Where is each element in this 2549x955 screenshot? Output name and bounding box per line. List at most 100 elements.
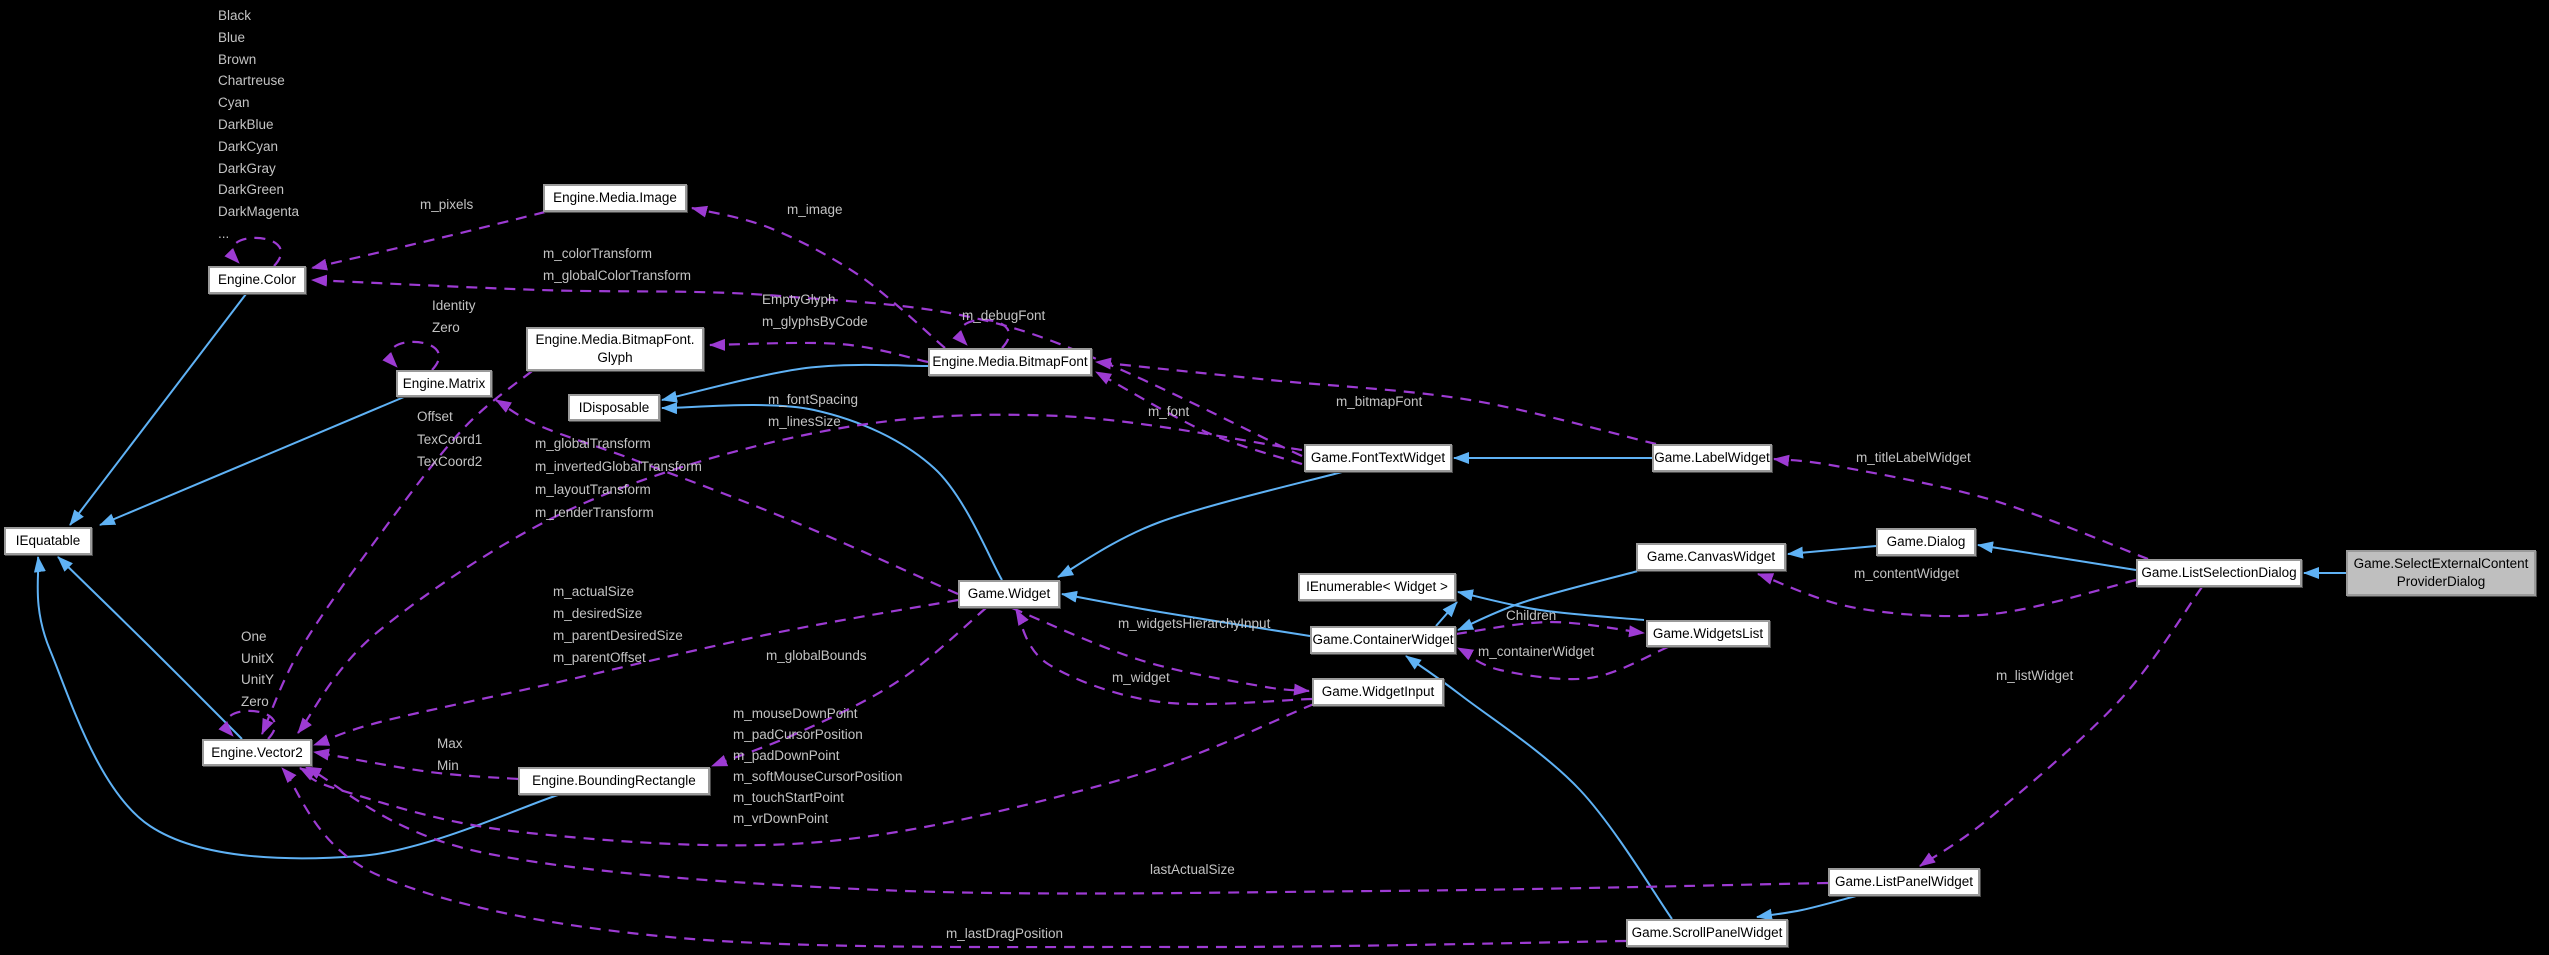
node-fonttextwidget[interactable]: Game.FontTextWidget xyxy=(1304,444,1452,472)
node-label: IEquatable xyxy=(15,533,81,549)
edge-label-bitmapfont-image: m_image xyxy=(787,202,843,217)
node-label: IEnumerable< Widget > xyxy=(1306,579,1448,595)
node-widgetslist[interactable]: Game.WidgetsList xyxy=(1646,620,1770,647)
edge-fonttextwidget-widget xyxy=(1057,471,1343,578)
edge-boundingrectangle-iequatable xyxy=(33,556,559,860)
node-label: Game.LabelWidget xyxy=(1654,450,1770,466)
node-listpanelwidget[interactable]: Game.ListPanelWidget xyxy=(1828,868,1980,896)
edge-listpanelwidget-vector2 xyxy=(305,766,1829,895)
edge-label-widgetinput-widget: m_widget xyxy=(1112,670,1170,685)
edge-listselectiondialog-dialog xyxy=(1977,541,2137,571)
node-label: Game.Widget xyxy=(967,586,1051,602)
edge-labelwidget-bitmapfont xyxy=(1095,357,1657,446)
edge-label-widget-widgetinput: m_widgetsHierarchyInput xyxy=(1118,616,1271,631)
node-ienumerablewidget[interactable]: IEnumerable< Widget > xyxy=(1298,573,1456,601)
edge-fonttextwidget-color xyxy=(311,274,1303,458)
node-listselectiondialog[interactable]: Game.ListSelectionDialog xyxy=(2136,559,2302,587)
edge-widgetinput-widget xyxy=(1015,609,1313,706)
node-label: IDisposable xyxy=(578,399,650,415)
node-containerwidget[interactable]: Game.ContainerWidget xyxy=(1310,626,1456,654)
node-matrix[interactable]: Engine.Matrix xyxy=(396,370,492,397)
edge-label-image-color: m_pixels xyxy=(420,197,474,212)
edge-scrollpanelwidget-containerwidget xyxy=(1405,655,1673,920)
node-widgetinput[interactable]: Game.WidgetInput xyxy=(1312,678,1444,706)
edge-glyph-vector2 xyxy=(260,370,533,735)
node-labelwidget[interactable]: Game.LabelWidget xyxy=(1652,444,1772,472)
edge-label-fonttextwidget-bitmapfont: m_font xyxy=(1148,404,1190,419)
node-label: Engine.Media.BitmapFont. xyxy=(535,332,695,348)
edge-matrix-self xyxy=(382,340,441,371)
node-label: Engine.BoundingRectangle xyxy=(532,773,696,789)
edge-boundingrectangle-vector2 xyxy=(313,748,519,781)
edge-containerwidget-widget xyxy=(1061,590,1311,637)
edge-widget-boundingrectangle xyxy=(711,607,987,768)
edge-vector2-iequatable xyxy=(57,556,243,740)
node-boundingrectangle[interactable]: Engine.BoundingRectangle xyxy=(518,767,710,795)
edge-bitmapfont-glyph xyxy=(709,338,929,364)
node-image[interactable]: Engine.Media.Image xyxy=(543,184,687,212)
node-scrollpanelwidget[interactable]: Game.ScrollPanelWidget xyxy=(1626,919,1788,947)
edge-label-listpanelwidget-vector2: lastActualSize xyxy=(1150,862,1235,877)
node-widget[interactable]: Game.Widget xyxy=(958,580,1060,608)
node-dialog[interactable]: Game.Dialog xyxy=(1876,528,1976,556)
node-label: Engine.Matrix xyxy=(402,375,486,391)
node-color[interactable]: Engine.Color xyxy=(208,266,306,294)
edge-listpanelwidget-scrollpanelwidget xyxy=(1756,895,1857,921)
edge-fonttextwidget-bitmapfont xyxy=(1095,371,1303,466)
node-canvaswidget[interactable]: Game.CanvasWidget xyxy=(1636,543,1786,571)
edge-widgetslist-containerwidget xyxy=(1457,645,1669,681)
edge-bitmapfont-image xyxy=(691,205,946,349)
node-label: Engine.Vector2 xyxy=(211,744,303,760)
edge-listselectiondialog-labelwidget xyxy=(1773,454,2149,561)
edge-containerwidget-widgetslist xyxy=(1455,620,1645,638)
node-label: Glyph xyxy=(597,350,633,365)
edge-scrollpanelwidget-vector2 xyxy=(281,767,1627,949)
edge-color-iequatable xyxy=(69,293,247,526)
node-vector2[interactable]: Engine.Vector2 xyxy=(202,739,312,766)
edge-label-listselectiondialog-canvaswidget: m_contentWidget xyxy=(1854,566,1960,581)
edge-widget-idisposable xyxy=(661,402,1003,581)
node-label: Game.FontTextWidget xyxy=(1310,450,1446,466)
edge-widget-matrix xyxy=(495,399,959,596)
node-label: Game.Dialog xyxy=(1886,534,1966,550)
node-label: Game.ListSelectionDialog xyxy=(2141,565,2297,581)
node-label: Game.ContainerWidget xyxy=(1312,632,1454,648)
edge-label-labelwidget-bitmapfont: m_bitmapFont xyxy=(1336,394,1423,409)
edge-widgetslist-ienumerable xyxy=(1457,589,1645,621)
node-label: Game.CanvasWidget xyxy=(1646,549,1776,565)
node-bitmapfont[interactable]: Engine.Media.BitmapFont xyxy=(928,348,1092,376)
edge-bitmapfont-self xyxy=(952,318,1011,349)
edge-label-widget-boundingrectangle: m_globalBounds xyxy=(766,648,867,663)
node-label: Game.ScrollPanelWidget xyxy=(1631,925,1783,941)
edge-listselectiondialog-listpanelwidget xyxy=(1919,586,2203,867)
node-idisposable[interactable]: IDisposable xyxy=(568,394,660,421)
node-label: Game.WidgetInput xyxy=(1321,684,1435,700)
edge-canvaswidget-containerwidget xyxy=(1457,570,1639,631)
node-label: Game.ListPanelWidget xyxy=(1834,874,1974,890)
node-glyph[interactable]: Engine.Media.BitmapFont. Glyph xyxy=(526,327,704,371)
edge-widget-vector2 xyxy=(313,598,959,747)
edge-widgetinput-vector2 xyxy=(299,702,1315,847)
node-label: Engine.Media.Image xyxy=(553,190,677,206)
edge-label-listselectiondialog-labelwidget: m_titleLabelWidget xyxy=(1856,450,1971,465)
node-label: ProviderDialog xyxy=(2396,574,2486,589)
node-label: Game.WidgetsList xyxy=(1652,625,1764,641)
edge-label-listselectiondialog-listpanelwidget: m_listWidget xyxy=(1996,668,2074,683)
node-iequatable[interactable]: IEquatable xyxy=(4,527,92,555)
edge-label-scrollpanelwidget-vector2: m_lastDragPosition xyxy=(946,926,1064,941)
edge-image-color xyxy=(311,210,546,271)
